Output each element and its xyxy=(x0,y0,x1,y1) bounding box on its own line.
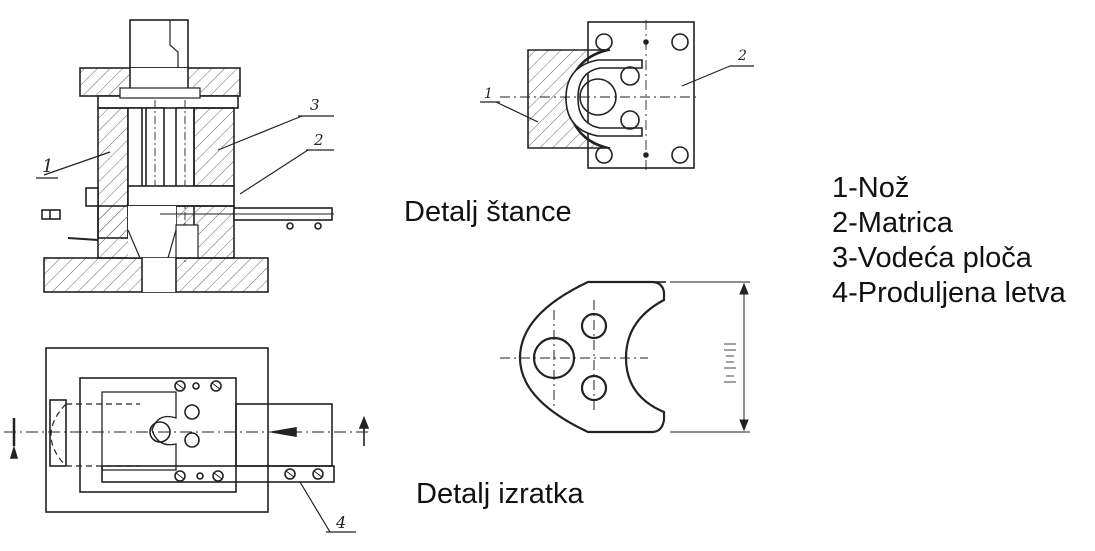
strip-guide xyxy=(127,185,235,207)
callout-front-1: 1 xyxy=(42,156,53,177)
guide-plate-3 xyxy=(193,107,235,187)
izratka-detail-drawing xyxy=(500,280,750,434)
callout-front-2: 2 xyxy=(313,131,324,149)
punch-shank xyxy=(129,19,189,69)
press-tool-plan-view xyxy=(4,347,370,513)
press-tool-section-view xyxy=(41,19,334,293)
plan-callout-4-leader xyxy=(299,481,356,533)
parts-legend: 1-Nož 2-Matrica 3-Vodeća ploča 4-Produlj… xyxy=(832,171,1066,311)
caption-izratka-detail: Detalj izratka xyxy=(416,478,584,510)
plan-base xyxy=(45,347,269,513)
legend-item-die: 2-Matrica xyxy=(832,207,953,239)
shank-notch xyxy=(169,20,179,68)
stance-callout-leaders xyxy=(480,65,754,123)
dimension-annotation xyxy=(724,343,736,383)
legend-item-knife: 1-Nož xyxy=(832,172,910,204)
plan-strip xyxy=(235,403,333,467)
callout-front-3: 3 xyxy=(310,96,320,114)
callout-stance-2: 2 xyxy=(737,48,747,64)
caption-stance-detail: Detalj štance xyxy=(404,196,572,228)
blank-outline xyxy=(518,280,666,434)
die-plate xyxy=(587,21,695,169)
legend-item-extended-strip: 4-Produljena letva xyxy=(832,277,1066,309)
callout-plan-4: 4 xyxy=(335,513,346,532)
legend-item-guide-plate: 3-Vodeća ploča xyxy=(832,242,1032,274)
front-callouts xyxy=(36,115,334,195)
stance-detail-drawing xyxy=(500,20,700,172)
callout-stance-1: 1 xyxy=(484,86,493,102)
plan-extended-strip xyxy=(101,465,335,483)
